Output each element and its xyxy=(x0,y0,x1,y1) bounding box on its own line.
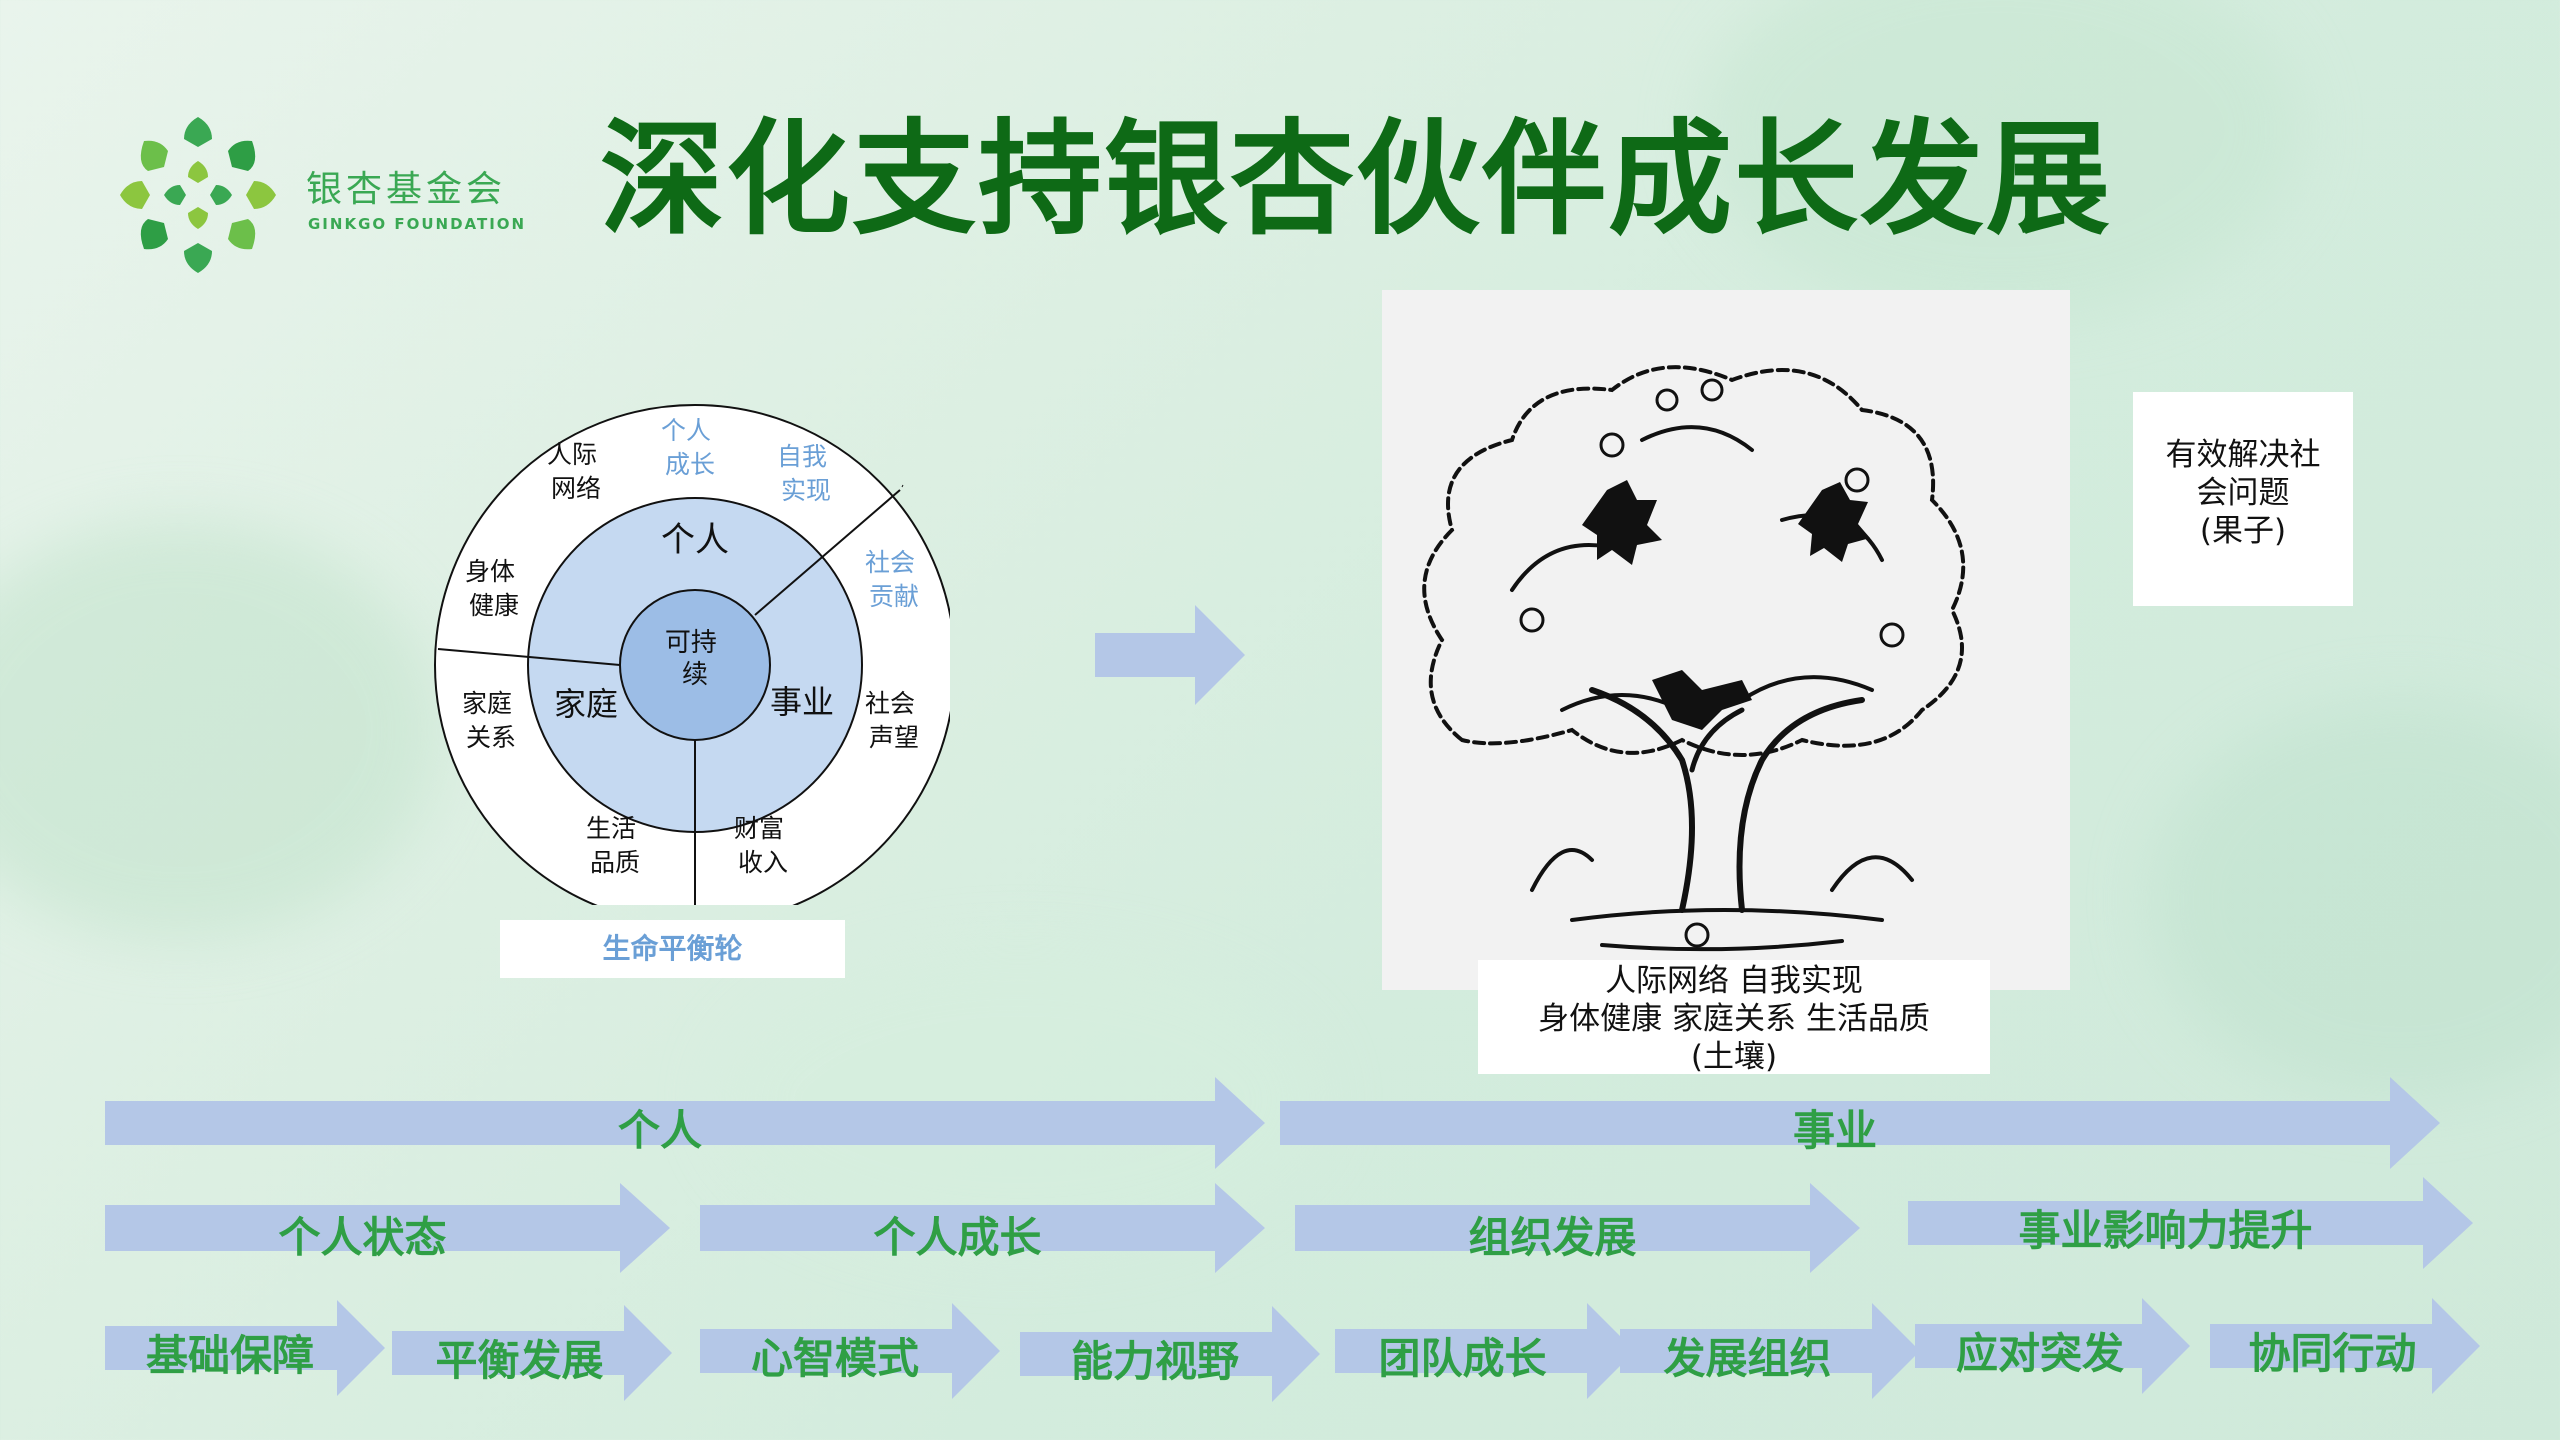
arrow-capability-vision: 能力视野 xyxy=(1020,1306,1320,1402)
arrow-coordinated-action: 协同行动 xyxy=(2210,1298,2480,1394)
wheel-inner-personal: 个人 xyxy=(661,520,729,560)
fruit-line-3: (果子) xyxy=(2199,513,2287,549)
ginkgo-logo-icon xyxy=(120,117,276,273)
arrow-org-development-label: 组织发展 xyxy=(1468,1213,1637,1262)
arrow-career-impact-label: 事业影响力提升 xyxy=(2018,1206,2313,1255)
life-balance-wheel: 可持 续 个人 家庭 事业 人际 网络 个人 成长 自我 实现 社会 贡献 身体… xyxy=(434,404,950,905)
arrow-emergency-response-label: 应对突发 xyxy=(1955,1329,2124,1378)
wheel-label-life-quality: 生活 品质 xyxy=(586,814,644,877)
arrow-career: 事业 xyxy=(1280,1077,2440,1169)
arrow-develop-organization-label: 发展组织 xyxy=(1663,1334,1832,1383)
arrow-emergency-response: 应对突发 xyxy=(1915,1298,2190,1394)
arrow-coordinated-action-label: 协同行动 xyxy=(2248,1329,2417,1378)
arrow-balanced-development: 平衡发展 xyxy=(392,1305,672,1401)
logo-name-cn: 银杏基金会 xyxy=(306,169,507,210)
arrow-team-growth: 团队成长 xyxy=(1335,1303,1635,1399)
arrow-personal-growth-label: 个人成长 xyxy=(873,1213,1042,1262)
arrow-org-development: 组织发展 xyxy=(1295,1183,1860,1273)
wheel-label-personal-growth: 个人 成长 xyxy=(661,416,719,479)
logo-name-en: GINKGO FOUNDATION xyxy=(308,215,527,233)
wheel-label-body-health: 身体 健康 xyxy=(465,557,523,620)
wheel-label-social-contribution: 社会 贡献 xyxy=(865,548,923,611)
arrow-career-impact: 事业影响力提升 xyxy=(1908,1177,2473,1269)
fruit-line-2: 会问题 xyxy=(2196,475,2290,511)
soil-line-2: 身体健康 家庭关系 生活品质 xyxy=(1538,1001,1930,1037)
soil-line-1: 人际网络 自我实现 xyxy=(1605,963,1863,999)
fruit-label: 有效解决社 会问题 (果子) xyxy=(2133,392,2353,606)
arrow-career-label: 事业 xyxy=(1792,1106,1877,1155)
arrow-basic-support-label: 基础保障 xyxy=(145,1331,314,1380)
arrow-balanced-development-label: 平衡发展 xyxy=(435,1336,604,1385)
soil-label: 人际网络 自我实现 身体健康 家庭关系 生活品质 (土壤) xyxy=(1478,960,1990,1075)
wheel-label-self-realization: 自我 实现 xyxy=(777,442,835,505)
arrow-basic-support: 基础保障 xyxy=(105,1300,385,1396)
logo: 银杏基金会 GINKGO FOUNDATION xyxy=(118,115,538,275)
arrow-personal-state: 个人状态 xyxy=(105,1183,670,1273)
fruit-line-1: 有效解决社 xyxy=(2165,437,2321,473)
wheel-label-family-relations: 家庭 关系 xyxy=(462,689,520,752)
wheel-inner-career: 事业 xyxy=(770,683,834,721)
wheel-center-text: 可持 续 xyxy=(665,628,725,690)
wheel-caption: 生命平衡轮 xyxy=(500,920,845,978)
transition-arrow-icon xyxy=(1095,605,1245,705)
arrow-personal-label: 个人 xyxy=(617,1106,702,1155)
arrow-personal-state-label: 个人状态 xyxy=(278,1213,447,1262)
arrow-personal: 个人 xyxy=(105,1077,1265,1169)
wheel-label-wealth-income: 财富 收入 xyxy=(734,814,792,877)
wheel-label-people-network: 人际 网络 xyxy=(547,440,605,503)
tree-illustration xyxy=(1382,290,2070,990)
arrow-mental-model: 心智模式 xyxy=(700,1303,1000,1399)
page-title: 深化支持银杏伙伴成长发展 xyxy=(600,107,2113,252)
wheel-inner-family: 家庭 xyxy=(554,685,618,723)
arrow-mental-model-label: 心智模式 xyxy=(750,1334,919,1383)
arrow-personal-growth: 个人成长 xyxy=(700,1183,1265,1273)
tree-icon xyxy=(1422,365,1966,952)
arrow-team-growth-label: 团队成长 xyxy=(1378,1334,1547,1383)
wheel-label-social-reputation: 社会 声望 xyxy=(865,689,923,752)
soil-line-3: (土壤) xyxy=(1690,1039,1778,1075)
arrow-capability-vision-label: 能力视野 xyxy=(1070,1337,1239,1386)
arrow-develop-organization: 发展组织 xyxy=(1620,1303,1920,1399)
